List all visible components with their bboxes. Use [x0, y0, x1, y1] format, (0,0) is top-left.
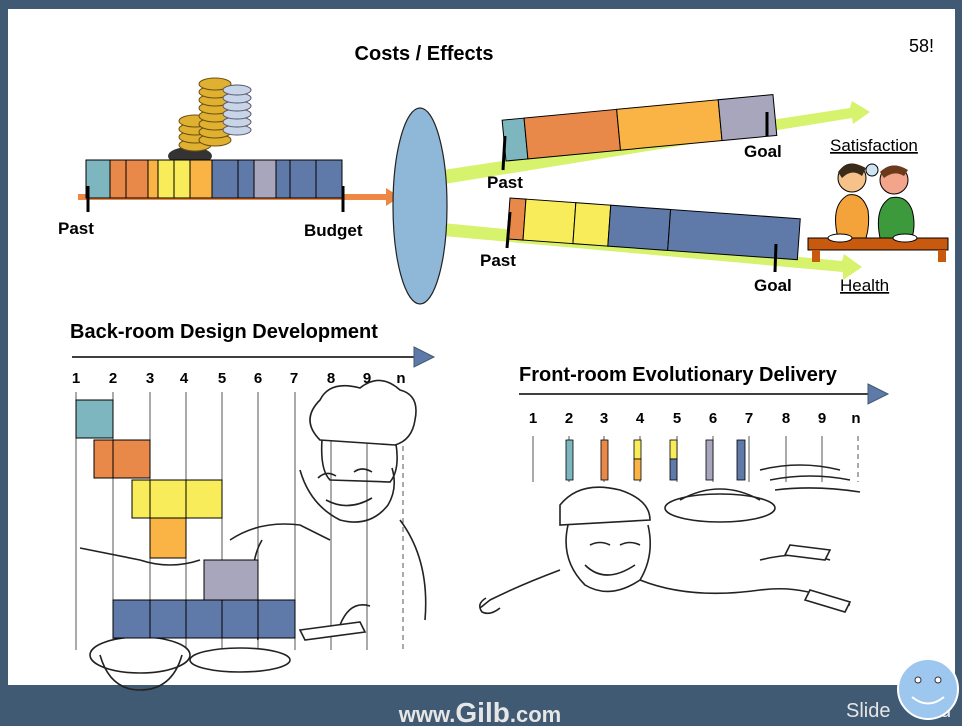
- frontroom-title: Front-room Evolutionary Delivery: [519, 364, 838, 386]
- slide-number: 58!: [909, 36, 934, 56]
- flying-waiter-illustration: [478, 464, 861, 615]
- backroom-col-label: 6: [254, 370, 262, 387]
- frontroom-col-label: 1: [529, 410, 537, 427]
- backroom-blocks: [75, 399, 296, 639]
- page-title: Costs / Effects: [355, 43, 494, 65]
- backroom-col-label: 2: [109, 370, 117, 387]
- backroom-col-label: 9: [363, 370, 371, 387]
- frontroom-col-label: 4: [636, 410, 645, 427]
- footer-url-suffix: .com: [510, 702, 561, 726]
- budget-bar: [85, 159, 343, 199]
- frontroom-column-labels: 1 2 3 4 5 6 7 8 9 n: [529, 410, 861, 427]
- chef-illustration: [79, 379, 427, 691]
- goal-label-upper: Goal: [744, 142, 782, 161]
- past-label-lower: Past: [480, 251, 516, 270]
- frontroom-col-label: n: [851, 410, 860, 427]
- backroom-col-label: 4: [180, 370, 189, 387]
- goal-marker-lower: [773, 243, 778, 273]
- satisfaction-label: Satisfaction: [830, 136, 918, 155]
- frontroom-col-label: 7: [745, 410, 753, 427]
- backroom-col-label: 1: [72, 370, 80, 387]
- people-eating-icon: [807, 163, 949, 262]
- satisfaction-bar: [501, 94, 778, 162]
- frontroom-slices: [565, 439, 746, 481]
- frontroom-col-label: 2: [565, 410, 573, 427]
- frontroom-arrow-head: [867, 383, 890, 405]
- health-label: Health: [840, 276, 889, 295]
- coins-icon: [168, 77, 252, 165]
- budget-label: Budget: [304, 221, 363, 240]
- backroom-col-label: 7: [290, 370, 298, 387]
- frontroom-col-label: 6: [709, 410, 717, 427]
- past-label-upper: Past: [487, 173, 523, 192]
- past-marker-upper: [501, 135, 507, 171]
- top-band: [0, 0, 962, 9]
- frontroom-col-label: 8: [782, 410, 790, 427]
- backroom-col-label: 3: [146, 370, 154, 387]
- goal-label-lower: Goal: [754, 276, 792, 295]
- footer-url-brand: Gilb: [455, 697, 509, 726]
- backroom-col-label: n: [396, 370, 405, 387]
- frontroom-col-label: 9: [818, 410, 826, 427]
- backroom-col-label: 8: [327, 370, 335, 387]
- health-bar: [506, 197, 801, 261]
- footer-url-prefix: www.: [398, 702, 456, 726]
- lens: [392, 107, 448, 305]
- past-label-left: Past: [58, 219, 94, 238]
- backroom-title: Back-room Design Development: [70, 321, 378, 343]
- footer-url[interactable]: www.Gilb.com: [398, 697, 561, 726]
- past-marker-lower: [505, 211, 512, 249]
- footer-slide-label: Slide: [846, 700, 890, 722]
- backroom-col-label: 5: [218, 370, 226, 387]
- smiley-icon[interactable]: [897, 658, 959, 720]
- backroom-column-labels: 1 2 3 4 5 6 7 8 9 n: [72, 370, 406, 387]
- backroom-arrow-head: [413, 346, 436, 368]
- frontroom-col-label: 5: [673, 410, 681, 427]
- frontroom-col-label: 3: [600, 410, 608, 427]
